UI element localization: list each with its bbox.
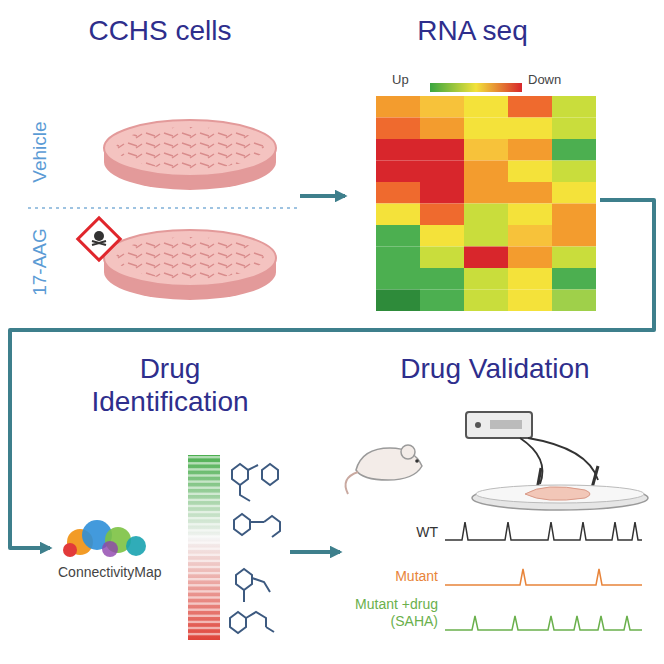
label: Down xyxy=(528,72,561,87)
heatmap-cell xyxy=(552,225,596,247)
heatmap-cell xyxy=(376,96,420,118)
amplifier xyxy=(466,412,598,490)
color-scale xyxy=(430,83,522,92)
divider xyxy=(28,207,298,209)
panel-heading: RNA seq xyxy=(345,14,600,47)
heatmap-cell xyxy=(464,225,508,247)
heatmap-cell xyxy=(420,139,464,161)
heatmap-cell xyxy=(552,161,596,183)
heatmap-cell xyxy=(464,182,508,204)
label: Mutant +drug (SAHA) xyxy=(328,596,438,630)
label: ConnectivityMap xyxy=(58,564,162,580)
heatmap-cell xyxy=(376,182,420,204)
label: 17-AAG xyxy=(29,228,51,296)
heatmap-cell xyxy=(552,182,596,204)
heatmap-cell xyxy=(508,225,552,247)
heatmap-cell xyxy=(552,247,596,269)
cmap-logo xyxy=(63,520,146,557)
heatmap-cell xyxy=(508,290,552,312)
molecule xyxy=(230,464,280,633)
heatmap-cell xyxy=(376,247,420,269)
hazard-symbol xyxy=(78,218,120,260)
heatmap-cell xyxy=(464,118,508,140)
petri-dish xyxy=(104,120,276,190)
heatmap-cell xyxy=(552,204,596,226)
heatmap-cell xyxy=(464,204,508,226)
label: Vehicle xyxy=(29,121,51,182)
label: WT xyxy=(416,524,438,540)
heatmap-cell xyxy=(420,118,464,140)
heatmap-cell xyxy=(376,118,420,140)
heatmap-cell xyxy=(420,247,464,269)
petri-dish xyxy=(104,230,276,300)
heatmap-cell xyxy=(508,96,552,118)
heatmap-cell xyxy=(376,204,420,226)
heatmap xyxy=(376,96,596,311)
heatmap-cell xyxy=(508,247,552,269)
panel: Drug Identification xyxy=(50,352,290,652)
heatmap-cell xyxy=(508,139,552,161)
heatmap-cell xyxy=(420,268,464,290)
heatmap-cell xyxy=(464,161,508,183)
heatmap-cell xyxy=(508,182,552,204)
heatmap-cell xyxy=(376,225,420,247)
flow-arrow xyxy=(10,200,654,548)
panel-heading: Drug Validation xyxy=(390,352,600,385)
panel: RNA seq xyxy=(345,14,600,314)
heatmap-cell xyxy=(508,268,552,290)
heatmap-cell xyxy=(420,290,464,312)
heatmap-cell xyxy=(464,268,508,290)
heatmap-cell xyxy=(464,290,508,312)
flow-arrow xyxy=(290,550,340,554)
heatmap-cell xyxy=(464,96,508,118)
heatmap-cell xyxy=(552,118,596,140)
heatmap-cell xyxy=(552,268,596,290)
rank-stripes xyxy=(188,456,220,635)
label: Up xyxy=(392,72,409,87)
panel: CCHS cells xyxy=(20,14,300,314)
panel-heading: Drug Identification xyxy=(70,352,270,418)
flow-arrow xyxy=(300,194,345,198)
heatmap-cell xyxy=(508,118,552,140)
heatmap-cell xyxy=(552,96,596,118)
heatmap-cell xyxy=(552,139,596,161)
traces xyxy=(445,522,642,630)
mouse xyxy=(346,445,422,494)
heatmap-cell xyxy=(508,161,552,183)
heatmap-cell xyxy=(376,290,420,312)
rank-bar xyxy=(188,455,220,640)
heatmap-cell xyxy=(420,182,464,204)
heatmap-cell xyxy=(420,204,464,226)
panel-heading: CCHS cells xyxy=(20,14,300,47)
heatmap-cell xyxy=(420,225,464,247)
heatmap-cell xyxy=(508,204,552,226)
heatmap-cell xyxy=(420,96,464,118)
heatmap-cell xyxy=(376,139,420,161)
recording-chamber xyxy=(472,485,648,510)
heatmap-cell xyxy=(420,161,464,183)
heatmap-cell xyxy=(464,247,508,269)
label: Mutant xyxy=(395,568,438,584)
heatmap-cell xyxy=(464,139,508,161)
heatmap-cell xyxy=(552,290,596,312)
heatmap-cell xyxy=(376,161,420,183)
heatmap-cell xyxy=(376,268,420,290)
